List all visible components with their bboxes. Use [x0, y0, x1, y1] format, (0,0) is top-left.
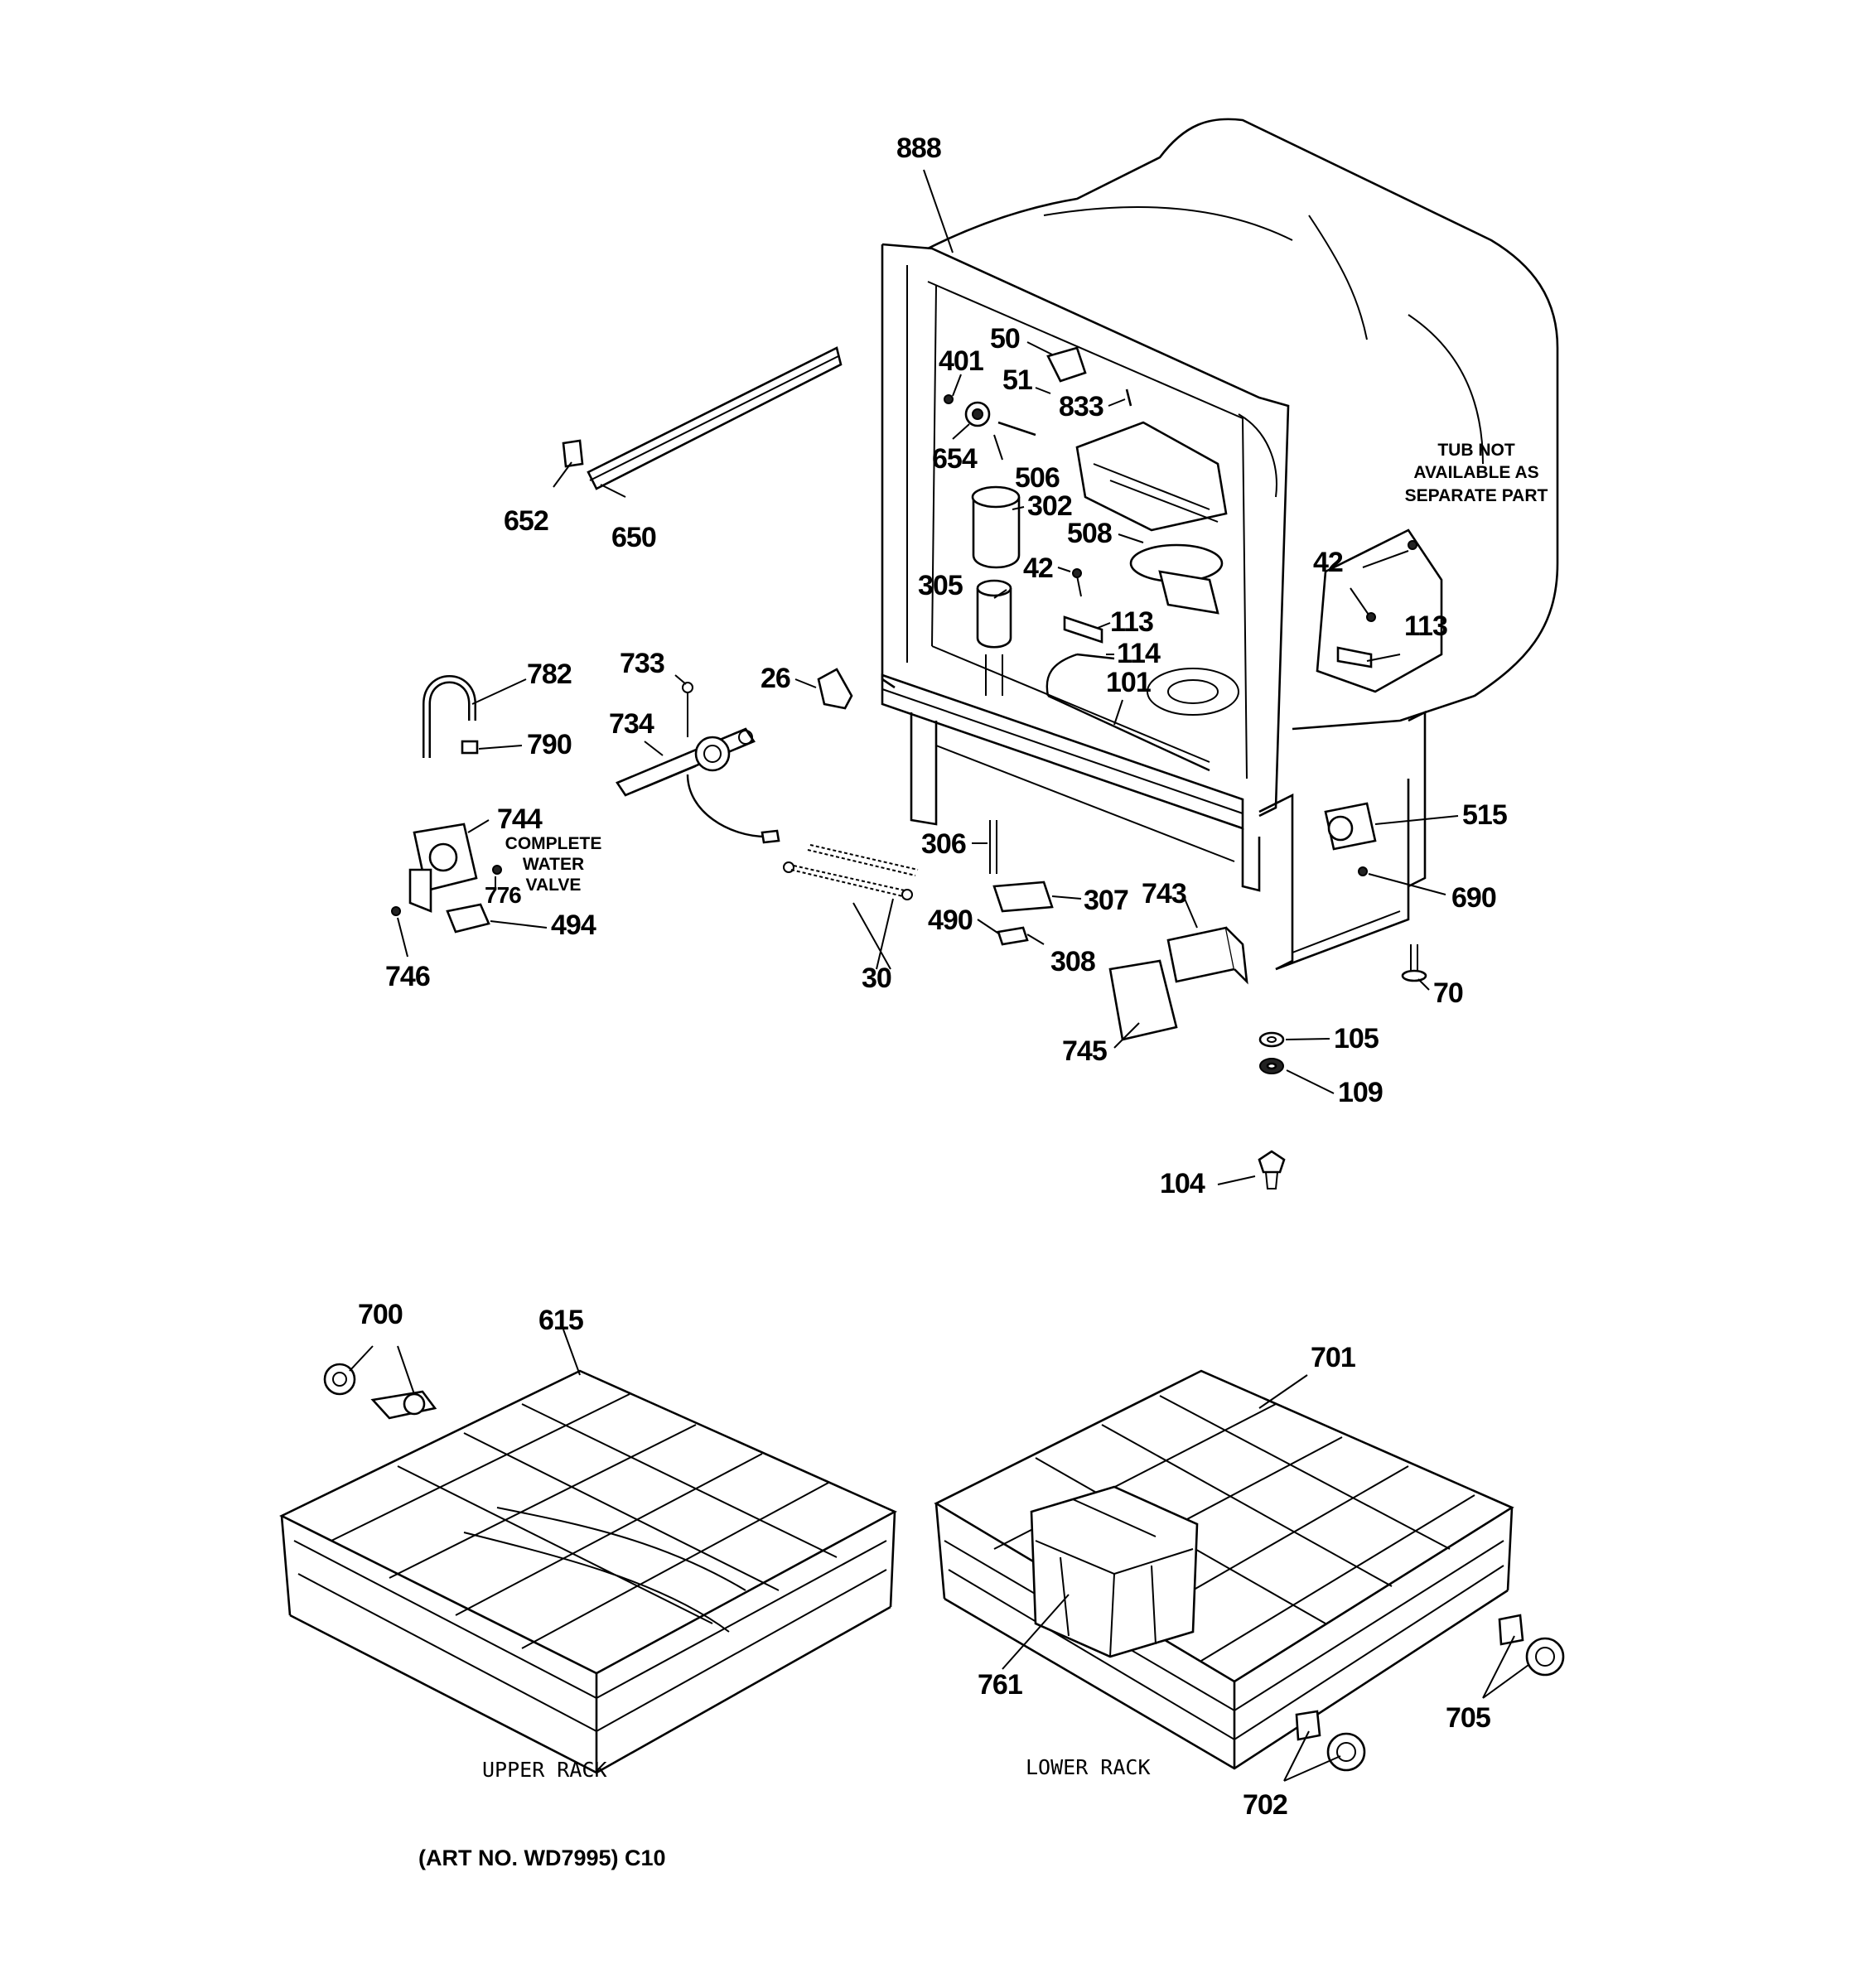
upper-rack: [279, 1363, 897, 1774]
leader-lines: [349, 169, 1529, 1782]
label-734: 734: [609, 708, 654, 740]
label-113-side: 113: [1404, 610, 1447, 642]
label-308: 308: [1050, 946, 1095, 977]
label-114: 114: [1117, 638, 1161, 669]
label-733: 733: [620, 648, 664, 679]
label-51: 51: [1002, 364, 1032, 396]
valve-note: COMPLETE WATER VALVE: [505, 834, 602, 895]
label-654: 654: [932, 443, 978, 475]
tub-note: TUB NOT AVAILABLE AS SEPARATE PART: [1405, 441, 1548, 505]
label-26: 26: [761, 663, 790, 694]
label-776: 776: [485, 882, 521, 908]
label-515: 515: [1462, 799, 1507, 831]
lower-parts: [989, 802, 1427, 1189]
label-101: 101: [1106, 667, 1151, 698]
label-302: 302: [1027, 490, 1072, 522]
label-615: 615: [538, 1305, 583, 1336]
valve-note-line1: COMPLETE: [505, 834, 602, 853]
label-307: 307: [1084, 885, 1128, 916]
label-305: 305: [918, 570, 963, 601]
left-parts: [391, 346, 919, 934]
label-401: 401: [939, 345, 983, 377]
label-652: 652: [504, 505, 548, 537]
tub-parts: [944, 346, 1417, 772]
label-761: 761: [978, 1669, 1022, 1701]
upper-rack-caption: UPPER RACK: [482, 1758, 607, 1782]
label-494: 494: [551, 910, 596, 941]
label-506: 506: [1015, 462, 1060, 494]
tub-assembly: [881, 118, 1559, 971]
label-888: 888: [896, 133, 941, 164]
label-782: 782: [527, 659, 572, 690]
label-744: 744: [497, 803, 543, 835]
part-number-labels: 888 50 401 51 833 654 506 302 508 42 42 …: [358, 133, 1508, 1821]
label-743: 743: [1142, 878, 1186, 910]
label-702: 702: [1243, 1789, 1287, 1821]
label-508: 508: [1067, 518, 1112, 549]
label-650: 650: [611, 522, 656, 553]
label-833: 833: [1059, 391, 1103, 422]
tub-note-line2: AVAILABLE AS: [1413, 463, 1538, 482]
label-306: 306: [921, 828, 966, 860]
label-50: 50: [990, 323, 1020, 355]
lower-rack-caption: LOWER RACK: [1026, 1755, 1151, 1779]
label-30: 30: [862, 963, 891, 994]
valve-note-line2: WATER: [523, 855, 584, 874]
label-70: 70: [1433, 977, 1463, 1009]
label-790: 790: [527, 729, 572, 760]
label-490: 490: [928, 905, 973, 936]
valve-note-line3: VALVE: [526, 876, 582, 895]
label-705: 705: [1446, 1702, 1490, 1734]
art-number: (ART NO. WD7995) C10: [418, 1846, 666, 1870]
tub-note-line3: SEPARATE PART: [1405, 486, 1548, 505]
label-42-tub: 42: [1023, 552, 1053, 584]
label-690: 690: [1451, 882, 1496, 914]
label-105: 105: [1334, 1023, 1379, 1054]
label-745: 745: [1062, 1035, 1107, 1067]
label-109: 109: [1338, 1077, 1383, 1108]
lower-rack: [934, 1369, 1565, 1772]
label-700: 700: [358, 1299, 403, 1330]
label-113-tub: 113: [1110, 606, 1153, 638]
label-701: 701: [1311, 1342, 1355, 1373]
label-104: 104: [1160, 1168, 1205, 1199]
tub-note-line1: TUB NOT: [1437, 441, 1514, 460]
label-42-side: 42: [1313, 547, 1343, 578]
label-746: 746: [385, 961, 430, 992]
